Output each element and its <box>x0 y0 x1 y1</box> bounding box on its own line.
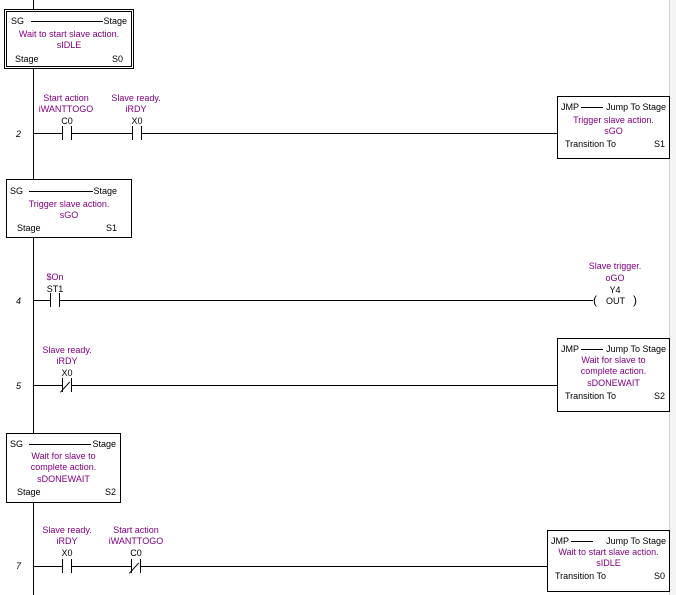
rung-number: 4 <box>16 296 22 306</box>
contact-comment: Slave ready. <box>42 345 92 355</box>
stage-title: Stage <box>93 186 117 196</box>
jmp-title: Jump To Stage <box>606 344 666 354</box>
no-contact-c0[interactable] <box>52 126 82 140</box>
sg-label: SG <box>11 16 25 26</box>
contact-nickname: iRDY <box>56 356 78 366</box>
contact-comment: Start action <box>113 525 159 535</box>
jmp-footer-label: Transition To <box>565 391 617 401</box>
nc-contact-c0[interactable] <box>121 559 151 574</box>
contact-address: X0 <box>131 116 143 126</box>
out-coil-y4[interactable]: ( OUT ) <box>593 293 639 308</box>
stage-number: S0 <box>111 54 123 64</box>
no-contact-x0[interactable] <box>122 126 152 140</box>
jmp-comment-line1: Wait for slave to <box>581 355 646 365</box>
coil-comment: Slave trigger. <box>588 261 642 271</box>
vertical-scrollbar[interactable] <box>669 0 676 595</box>
jmp-stage-number: S1 <box>653 139 665 149</box>
stage-comment-line1: Wait for slave to <box>31 451 96 461</box>
contact-nickname: iWANTTOGO <box>108 536 164 546</box>
jmp-comment: Trigger slave action. <box>573 115 654 125</box>
stage-comment: Wait to start slave action. <box>18 29 120 39</box>
coil-address: Y4 <box>609 285 621 295</box>
jump-box-s2[interactable]: JMP Jump To Stage Wait for slave to comp… <box>557 338 670 412</box>
stage-title: Stage <box>92 439 116 449</box>
jmp-comment: Wait to start slave action. <box>558 547 659 557</box>
rung-number: 5 <box>16 381 22 391</box>
stage-footer-label: Stage <box>17 487 41 497</box>
stage-comment: Trigger slave action. <box>28 199 110 209</box>
stage-box-s1[interactable]: SG Stage Trigger slave action. sGO Stage… <box>6 179 132 238</box>
left-power-rail <box>33 0 34 595</box>
no-contact-x0[interactable] <box>52 559 82 573</box>
stage-nickname: sDONEWAIT <box>37 474 90 484</box>
jmp-label: JMP <box>551 536 569 546</box>
stage-number: S2 <box>104 487 116 497</box>
jmp-nickname: sDONEWAIT <box>587 378 640 388</box>
stage-comment-line2: complete action. <box>30 462 97 472</box>
jump-box-s1[interactable]: JMP Jump To Stage Trigger slave action. … <box>557 96 670 159</box>
stage-nickname: sGO <box>59 210 79 220</box>
contact-address: X0 <box>61 368 73 378</box>
stage-footer-label: Stage <box>15 54 39 64</box>
jmp-label: JMP <box>561 102 579 112</box>
sg-label: SG <box>10 186 24 196</box>
nc-contact-x0[interactable] <box>52 378 82 393</box>
jmp-comment-line2: complete action. <box>580 366 647 376</box>
no-contact-st1[interactable] <box>40 293 70 307</box>
jmp-nickname: sIDLE <box>596 558 621 568</box>
jmp-stage-number: S0 <box>653 571 665 581</box>
contact-address: ST1 <box>46 284 64 294</box>
jmp-footer-label: Transition To <box>565 139 617 149</box>
contact-nickname: $On <box>46 272 64 282</box>
jmp-footer-label: Transition To <box>555 571 607 581</box>
contact-nickname: iRDY <box>56 536 78 546</box>
stage-number: S1 <box>105 223 117 233</box>
jump-box-s0[interactable]: JMP Jump To Stage Wait to start slave ac… <box>547 530 670 592</box>
stage-box-s0[interactable]: SG Stage Wait to start slave action. sID… <box>4 9 134 69</box>
stage-title: Stage <box>103 16 127 26</box>
rung-number: 7 <box>16 561 22 571</box>
jmp-title: Jump To Stage <box>606 536 666 546</box>
contact-comment: Start action <box>43 93 89 103</box>
sg-label: SG <box>10 439 24 449</box>
jmp-nickname: sGO <box>604 126 623 136</box>
contact-nickname: iWANTTOGO <box>38 104 94 114</box>
jmp-title: Jump To Stage <box>606 102 666 112</box>
contact-address: C0 <box>130 548 142 558</box>
contact-comment: Slave ready. <box>111 93 161 103</box>
contact-address: C0 <box>61 116 73 126</box>
jmp-stage-number: S2 <box>653 391 665 401</box>
coil-nickname: oGO <box>605 273 625 283</box>
stage-footer-label: Stage <box>17 223 41 233</box>
stage-nickname: sIDLE <box>56 40 82 50</box>
coil-type: OUT <box>606 296 625 306</box>
rung-number: 2 <box>16 129 22 139</box>
contact-comment: Slave ready. <box>42 525 92 535</box>
jmp-label: JMP <box>561 344 579 354</box>
contact-nickname: iRDY <box>125 104 147 114</box>
contact-address: X0 <box>61 548 73 558</box>
stage-box-s2[interactable]: SG Stage Wait for slave to complete acti… <box>6 433 121 503</box>
